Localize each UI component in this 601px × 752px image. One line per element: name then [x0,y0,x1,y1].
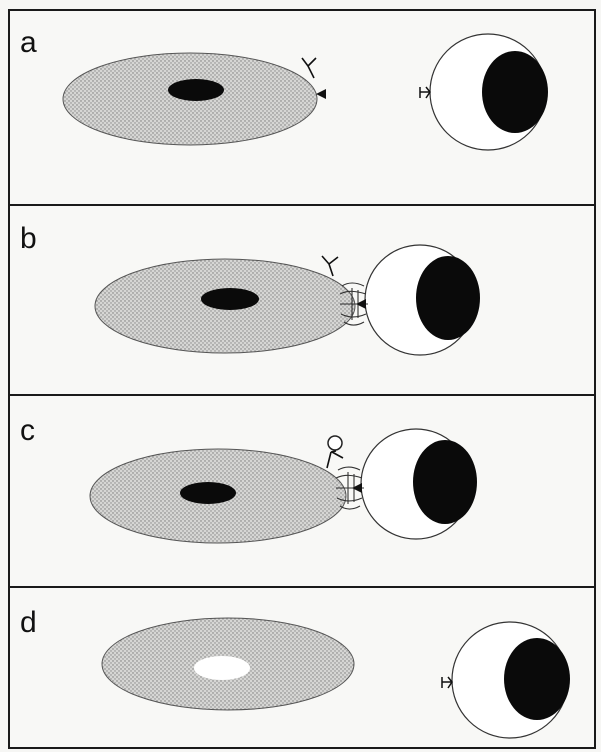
target-nucleus [482,51,548,133]
panel-c: c [9,395,595,587]
panel-d-label: d [20,606,37,639]
panel-b: b [9,205,595,395]
target-nucleus [413,440,477,524]
effector-nucleus [168,79,224,101]
panel-c-label: c [20,414,35,447]
bound-ligand-circle [328,436,342,450]
cleared-nucleus [194,656,250,680]
effector-nucleus [180,482,236,504]
panel-b-label: b [20,222,37,255]
target-nucleus [504,638,570,720]
panel-a-label: a [20,26,37,59]
panel-d: d [9,587,595,748]
effector-nucleus [201,288,259,310]
target-nucleus [416,256,480,340]
panel-a: a [9,10,595,205]
